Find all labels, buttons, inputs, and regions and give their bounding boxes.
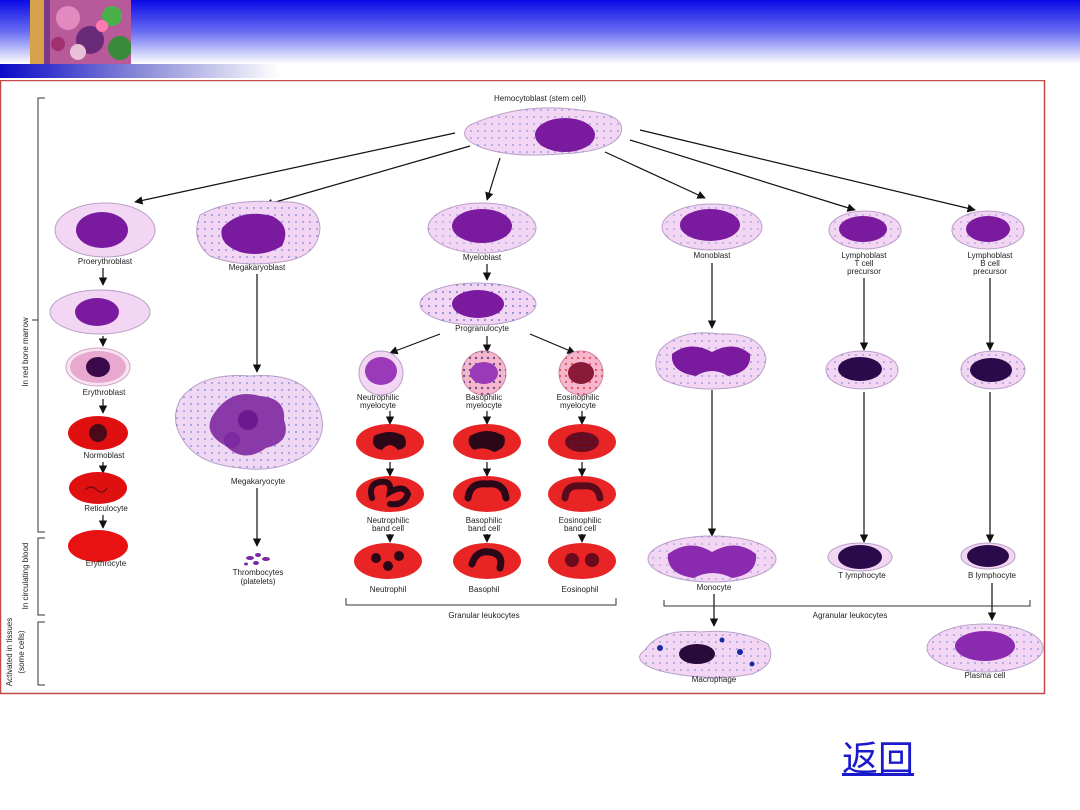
label-neutrophilic-myelocyte-2: myelocyte bbox=[360, 401, 397, 410]
label-lymphoblast-b-2: B cell bbox=[980, 259, 1000, 268]
megakaryoblast-cell bbox=[196, 200, 321, 265]
neutrophilic-band-cell bbox=[356, 476, 424, 512]
label-platelets: (platelets) bbox=[240, 577, 275, 586]
label-reticulocyte: Reticulocyte bbox=[84, 504, 128, 513]
label-bone-marrow: In red bone marrow bbox=[21, 317, 30, 387]
erythrocyte-cell bbox=[68, 530, 128, 562]
label-eosinophilic-band-1: Eosinophilic bbox=[559, 516, 602, 525]
label-basophilic-band-1: Basophilic bbox=[466, 516, 502, 525]
eosinophil-cell bbox=[548, 543, 616, 579]
label-lymphoblast-t-3: precursor bbox=[847, 267, 881, 276]
stem-cell-title: Hemocytoblast (stem cell) bbox=[494, 94, 586, 103]
label-neutrophilic-band-1: Neutrophilic bbox=[367, 516, 409, 525]
platelets-cell bbox=[244, 553, 270, 566]
label-eosinophilic-myelocyte-2: myelocyte bbox=[560, 401, 597, 410]
decorative-image bbox=[30, 0, 131, 64]
label-erythroblast: Erythroblast bbox=[83, 388, 126, 397]
label-myeloblast: Myeloblast bbox=[463, 253, 502, 262]
header-banner bbox=[0, 0, 1080, 78]
basophilic-metamyelocyte-cell bbox=[453, 424, 521, 460]
neutrophilic-myelocyte-cell bbox=[358, 350, 404, 396]
label-monoblast: Monoblast bbox=[694, 251, 732, 260]
label-circulating-blood: In circulating blood bbox=[21, 543, 30, 610]
stage-brackets bbox=[32, 97, 45, 686]
myeloblast-cell bbox=[427, 202, 537, 254]
basophil-cell bbox=[453, 543, 521, 579]
label-some-cells: (some cells) bbox=[17, 630, 26, 673]
basophilic-erythroblast-cell bbox=[49, 289, 151, 335]
label-lymphoblast-t-2: T cell bbox=[855, 259, 874, 268]
label-basophilic-myelocyte-1: Basophilic bbox=[466, 393, 502, 402]
reticulocyte-cell bbox=[69, 472, 127, 504]
label-erythrocyte: Erythrocyte bbox=[86, 559, 127, 568]
label-activated-tissues: Activated in tissues bbox=[5, 618, 14, 686]
promonocyte-cell bbox=[655, 332, 767, 390]
eosinophilic-band-cell bbox=[548, 476, 616, 512]
label-thrombocytes: Thrombocytes bbox=[233, 568, 284, 577]
t-lymphoblast-cell bbox=[828, 210, 902, 250]
band-arrows bbox=[385, 534, 587, 543]
monoblast-cell bbox=[661, 203, 763, 251]
erythroblast-cell bbox=[65, 347, 131, 387]
metamyelocyte-arrows bbox=[385, 462, 587, 477]
plasma-cell bbox=[926, 623, 1044, 673]
label-eosinophilic-band-2: band cell bbox=[564, 524, 596, 533]
label-proerythroblast: Proerythroblast bbox=[78, 257, 133, 266]
label-basophilic-band-2: band cell bbox=[468, 524, 500, 533]
normoblast-cell bbox=[68, 416, 128, 450]
label-b-lymphocyte: B lymphocyte bbox=[968, 571, 1017, 580]
label-eosinophilic-myelocyte-1: Eosinophilic bbox=[557, 393, 600, 402]
proerythroblast-cell bbox=[54, 202, 156, 258]
b-lymphoblast-cell bbox=[951, 210, 1025, 250]
label-lymphoblast-t-1: Lymphoblast bbox=[841, 251, 887, 260]
label-progranulocyte: Progranulocyte bbox=[455, 324, 509, 333]
agranular-bracket bbox=[663, 600, 1031, 607]
eosinophilic-myelocyte-cell bbox=[558, 350, 604, 396]
label-lymphoblast-b-3: precursor bbox=[973, 267, 1007, 276]
label-neutrophil: Neutrophil bbox=[370, 585, 407, 594]
neutrophil-cell bbox=[354, 543, 422, 579]
label-plasma-cell: Plasma cell bbox=[965, 671, 1006, 680]
granular-bracket bbox=[345, 598, 617, 606]
label-agranular-leukocytes: Agranular leukocytes bbox=[813, 611, 888, 620]
basophilic-myelocyte-cell bbox=[461, 350, 507, 396]
progranulocyte-cell bbox=[419, 282, 537, 326]
myelocyte-arrows bbox=[385, 411, 587, 425]
label-monocyte: Monocyte bbox=[697, 583, 732, 592]
b-lymphocyte-cell bbox=[960, 542, 1016, 570]
progranulocyte-arrows bbox=[389, 333, 576, 355]
label-granular-leukocytes: Granular leukocytes bbox=[448, 611, 519, 620]
megakaryocyte-cell bbox=[175, 375, 323, 470]
label-normoblast: Normoblast bbox=[84, 451, 126, 460]
eosinophilic-metamyelocyte-cell bbox=[548, 424, 616, 460]
basophilic-band-cell bbox=[453, 476, 521, 512]
label-megakaryocyte: Megakaryocyte bbox=[231, 477, 286, 486]
label-megakaryoblast: Megakaryoblast bbox=[229, 263, 286, 272]
label-neutrophilic-myelocyte-1: Neutrophilic bbox=[357, 393, 399, 402]
label-t-lymphocyte: T lymphocyte bbox=[838, 571, 886, 580]
label-basophilic-myelocyte-2: myelocyte bbox=[466, 401, 503, 410]
stem-arrows bbox=[134, 129, 976, 213]
macrophage-cell bbox=[639, 630, 772, 679]
label-basophil: Basophil bbox=[469, 585, 500, 594]
neutrophilic-metamyelocyte-cell bbox=[356, 424, 424, 460]
t-lymphocyte-cell bbox=[827, 542, 893, 572]
t-prolymphocyte-cell bbox=[825, 350, 899, 390]
label-neutrophilic-band-2: band cell bbox=[372, 524, 404, 533]
label-macrophage: Macrophage bbox=[692, 675, 737, 684]
label-lymphoblast-b-1: Lymphoblast bbox=[967, 251, 1013, 260]
return-link[interactable]: 返回 bbox=[842, 739, 915, 780]
hematopoiesis-diagram: Hemocytoblast (stem cell) In red bone ma… bbox=[0, 80, 1046, 695]
hemocytoblast-cell bbox=[464, 107, 622, 156]
monocyte-cell bbox=[647, 535, 777, 583]
label-eosinophil: Eosinophil bbox=[562, 585, 599, 594]
b-prolymphocyte-cell bbox=[960, 350, 1026, 390]
